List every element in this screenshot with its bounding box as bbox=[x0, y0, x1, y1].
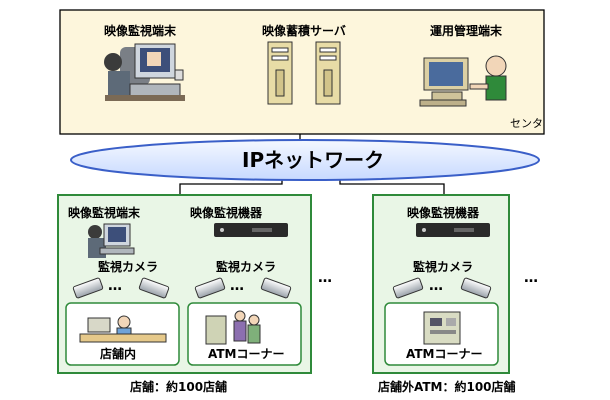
operations-terminal-label: 運用管理端末 bbox=[430, 24, 503, 38]
atm-camera-label: 監視カメラ bbox=[413, 260, 474, 274]
store-atm-corner-label: ATMコーナー bbox=[208, 347, 285, 361]
ip-network-ellipse bbox=[70, 139, 540, 181]
store-monitor-device-illustration bbox=[214, 223, 288, 237]
store-right-camera-ellipsis: … bbox=[230, 278, 246, 294]
store-left-camera-ellipsis: … bbox=[108, 278, 124, 294]
center-label: センタ bbox=[510, 117, 543, 130]
store-monitor-terminal-label: 映像監視端末 bbox=[68, 206, 141, 220]
storage-server-illustration bbox=[267, 41, 341, 105]
atm-monitor-device-label: 映像監視機器 bbox=[407, 206, 480, 220]
between-sites-ellipsis: … bbox=[318, 270, 334, 286]
store-interior-label: 店舗内 bbox=[100, 347, 137, 361]
store-left-cameras-illustration bbox=[72, 277, 170, 299]
atm-outside-corner-label: ATMコーナー bbox=[406, 347, 483, 361]
atm-count-caption: 店舗外ATM：約100店舗 bbox=[378, 380, 516, 394]
atm-cameras-illustration bbox=[392, 277, 492, 299]
store-right-cameras-illustration bbox=[194, 277, 292, 299]
store-monitor-device-label: 映像監視機器 bbox=[190, 206, 263, 220]
center-monitor-terminal-illustration bbox=[104, 43, 185, 101]
atm-camera-ellipsis: … bbox=[429, 278, 445, 294]
atm-outside-illustration bbox=[423, 311, 461, 345]
ip-network-label: IPネットワーク bbox=[242, 148, 385, 172]
store-interior-illustration bbox=[79, 315, 167, 343]
operations-terminal-illustration bbox=[419, 55, 507, 107]
store-left-camera-label: 監視カメラ bbox=[98, 260, 159, 274]
after-atm-ellipsis: … bbox=[524, 270, 540, 286]
atm-monitor-device-illustration bbox=[416, 223, 490, 237]
storage-server-label: 映像蓄積サーバ bbox=[262, 24, 346, 38]
store-monitor-terminal-illustration bbox=[88, 223, 135, 258]
center-monitor-terminal-label: 映像監視端末 bbox=[104, 24, 177, 38]
store-count-caption: 店舗：約100店舗 bbox=[130, 380, 228, 394]
store-right-camera-label: 監視カメラ bbox=[216, 260, 277, 274]
atm-corner-illustration bbox=[205, 310, 261, 345]
